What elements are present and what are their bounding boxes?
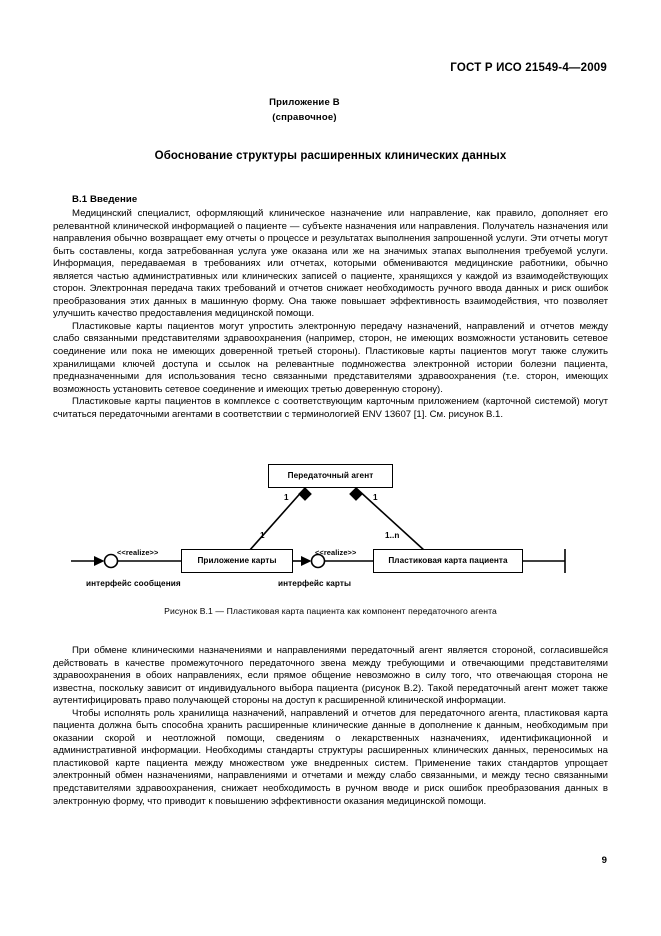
annex-title: Обоснование структуры расширенных клинич…: [154, 150, 507, 162]
multiplicity-agent-left: 1: [284, 493, 289, 502]
annex-heading-block: Приложение B (справочное): [0, 95, 661, 125]
stereotype-realize-card: <<realize>>: [315, 548, 357, 557]
multiplicity-patient-card: 1..n: [385, 531, 400, 540]
paragraph: Медицинский специалист, оформляющий клин…: [53, 208, 608, 320]
figure-caption: Рисунок B.1 — Пластиковая карта пациента…: [164, 606, 497, 616]
paragraph: Пластиковые карты пациентов могут упрост…: [53, 320, 608, 395]
paragraph: Пластиковые карты пациентов в комплексе …: [53, 396, 608, 420]
stereotype-realize-message: <<realize>>: [117, 548, 159, 557]
section-heading: B.1 Введение: [72, 194, 138, 205]
page-number: 9: [601, 855, 607, 866]
message-interface-arrow-icon: [94, 556, 105, 566]
paragraph: Чтобы исполнять роль хранилища назначени…: [53, 707, 608, 807]
association-line-left: [248, 487, 306, 552]
card-interface-arrow-icon: [301, 556, 312, 566]
uml-box-transfer-agent: Передаточный агент: [268, 464, 393, 488]
aggregation-diamond-right: [349, 487, 363, 501]
closing-paragraphs: При обмене клиническими назначениями и н…: [53, 645, 608, 808]
annex-kind: (справочное): [272, 112, 337, 123]
association-line-right: [355, 487, 426, 552]
multiplicity-card-application: 1: [260, 531, 265, 540]
aggregation-diamond-left: [298, 487, 312, 501]
paragraph: При обмене клиническими назначениями и н…: [53, 645, 608, 707]
figure-b1: Передаточный агент Приложение карты Плас…: [53, 452, 608, 627]
running-head: ГОСТ Р ИСО 21549-4—2009: [450, 62, 607, 74]
interface-label-card: интерфейс карты: [278, 579, 352, 588]
annex-label: Приложение B: [269, 97, 340, 108]
uml-box-card-application: Приложение карты: [181, 549, 293, 573]
interface-label-message: интерфейс сообщения: [86, 579, 181, 588]
multiplicity-agent-right: 1: [373, 493, 378, 502]
intro-paragraphs: Медицинский специалист, оформляющий клин…: [53, 208, 608, 421]
uml-component-diagram: [71, 487, 566, 573]
uml-box-patient-card: Пластиковая карта пациента: [373, 549, 523, 573]
message-interface-socket-icon: [103, 553, 119, 569]
